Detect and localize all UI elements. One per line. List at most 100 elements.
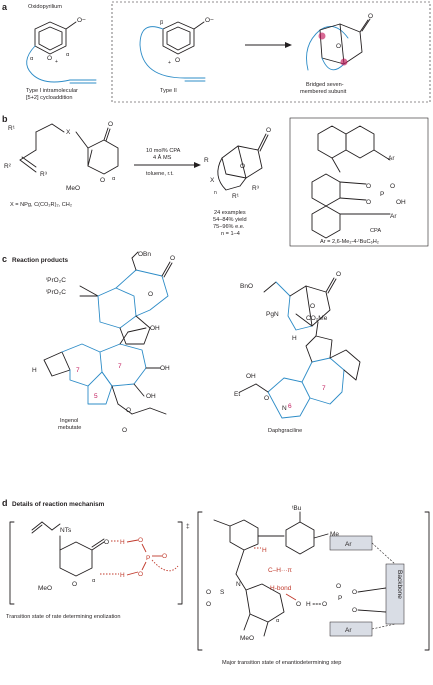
panel-b-letter: b bbox=[2, 114, 8, 124]
ingenol-ring7-right: 7 bbox=[118, 363, 122, 370]
product2-structure bbox=[263, 277, 337, 331]
cpa-o2: O bbox=[366, 199, 371, 206]
type2-ring-o: O bbox=[175, 57, 180, 64]
ts2-po-o3: O bbox=[352, 589, 357, 596]
product2-h: H bbox=[292, 335, 297, 342]
bridged-ketone-o: O bbox=[368, 13, 373, 20]
substrate-meo: MeO bbox=[66, 185, 80, 192]
type2-label: Type II bbox=[160, 88, 177, 94]
conditions-ms: 4 Å MS bbox=[153, 154, 172, 161]
ts1-phosphate bbox=[126, 539, 179, 576]
ingenol-ester-o: O bbox=[126, 407, 131, 414]
daph-co2me: CO₂Me bbox=[306, 315, 328, 322]
ts2-ch-pi-label: C–H···π bbox=[268, 567, 292, 574]
panel-a-letter: a bbox=[2, 2, 8, 12]
daph-ring7: 7 bbox=[322, 385, 326, 392]
ts2-ar-top: Ar bbox=[345, 541, 352, 548]
cycloadduct-r3: R³ bbox=[252, 185, 260, 192]
ts1-p: P bbox=[146, 555, 150, 562]
ts1-nts: NTs bbox=[60, 527, 72, 534]
product1-structure bbox=[79, 251, 173, 345]
ts2-alpha: α bbox=[276, 618, 280, 624]
ts2-po-o2: O bbox=[336, 583, 341, 590]
type1-plus: + bbox=[55, 59, 58, 65]
product1-ipro2c-bottom: ⁱPrO₂C bbox=[46, 288, 66, 296]
ts2-carbonyl-o: O bbox=[296, 601, 301, 608]
r1-label: R¹ bbox=[8, 125, 16, 132]
substrate-structure bbox=[19, 123, 119, 175]
ts2-link-upper bbox=[357, 587, 387, 593]
type2-structure bbox=[139, 21, 206, 82]
cpa-label: CPA bbox=[370, 228, 381, 234]
cpa-ar-bottom: Ar bbox=[390, 213, 397, 220]
panel-c-letter: c bbox=[2, 254, 7, 264]
ingenol-ring5: 5 bbox=[94, 393, 98, 400]
ts2-h: H bbox=[306, 601, 311, 608]
ts2-me: Me bbox=[330, 531, 339, 538]
product2-bridge-o: O bbox=[310, 303, 315, 310]
ingenol-name-line2: mebutate bbox=[58, 425, 81, 431]
ts1-h-lower: H bbox=[120, 572, 125, 579]
bridged-label-line2: membered subunit bbox=[300, 89, 347, 95]
type1-ring-o: O bbox=[47, 55, 52, 62]
ts2-n: N bbox=[236, 581, 241, 588]
ts2-o1: O bbox=[206, 589, 211, 596]
product1-ipro2c-top: ⁱPrO₂C bbox=[46, 276, 66, 284]
ts2-caption: Major transition state of enantiodetermi… bbox=[222, 660, 341, 666]
ingenol-oh-mid: OH bbox=[160, 365, 170, 372]
scope-examples: 24 examples bbox=[214, 210, 246, 216]
ingenol-carbonyl-o: O bbox=[122, 427, 127, 434]
ts2-backbone-box bbox=[385, 563, 405, 625]
ts2-ar-link-top bbox=[371, 542, 396, 565]
ts1-p-o2: O bbox=[138, 571, 143, 578]
bridged-product bbox=[306, 18, 371, 71]
cycloadduct-ketone-o: O bbox=[266, 127, 271, 134]
type1-o-minus: O− bbox=[77, 17, 86, 24]
product2-pgn: PgN bbox=[266, 311, 279, 318]
ingenol-oh-top: OH bbox=[150, 325, 160, 332]
daph-name: Daphgraciline bbox=[268, 428, 302, 434]
r3-label: R³ bbox=[40, 171, 48, 178]
ts2-hbond-arrow bbox=[285, 593, 297, 601]
cycloadduct-r: R bbox=[204, 157, 209, 164]
product1-bridge-o: O bbox=[148, 291, 153, 298]
cpa-oh: OH bbox=[396, 199, 406, 206]
ts1-h-upper: H bbox=[120, 539, 125, 546]
daph-et: Et bbox=[234, 391, 240, 398]
scope-yield: 54–84% yield bbox=[213, 217, 247, 223]
cycloadduct-x: X bbox=[210, 177, 215, 184]
daph-n: N bbox=[282, 405, 287, 412]
ts2-meo: MeO bbox=[240, 635, 254, 642]
panel-d-letter: d bbox=[2, 498, 8, 508]
cycloadduct-bridge-o: O bbox=[240, 163, 245, 170]
ts2-bracket-left bbox=[197, 511, 203, 651]
type2-arrowhead bbox=[285, 42, 292, 48]
cycloadduct-n: n bbox=[214, 190, 217, 196]
ts1-bracket-right bbox=[177, 521, 183, 605]
cpa-po-o: O bbox=[390, 183, 395, 190]
product2-bno: BnO bbox=[240, 283, 253, 290]
type2-dashed-box bbox=[111, 1, 431, 103]
ts2-po-o4: O bbox=[352, 607, 357, 614]
type1-structure bbox=[26, 21, 97, 84]
ts1-carbonyl-o: O bbox=[104, 539, 109, 546]
type1-alpha-left: α bbox=[30, 56, 34, 62]
type2-plus: + bbox=[168, 60, 171, 66]
substrate-alpha: α bbox=[112, 176, 116, 182]
conditions-solvent: toluene, r.t. bbox=[146, 171, 174, 177]
reaction-arrowhead bbox=[194, 162, 201, 168]
ts1-dagger: ‡ bbox=[186, 523, 190, 530]
reaction-products-title: Reaction products bbox=[12, 257, 69, 264]
ts2-s: S bbox=[220, 589, 225, 596]
cycloadduct-r1: R¹ bbox=[232, 193, 240, 200]
product1-obn: OBn bbox=[138, 251, 151, 258]
ts2-link-lower bbox=[357, 609, 387, 613]
ts1-alpha: α bbox=[92, 578, 96, 584]
ts2-po-o1: O bbox=[322, 601, 327, 608]
mechanism-title: Details of reaction mechanism bbox=[12, 501, 105, 508]
r2-label: R² bbox=[4, 163, 12, 170]
oxidopyrilium-label: Oxidopyrilium bbox=[28, 4, 62, 10]
cpa-ar-top: Ar bbox=[388, 155, 395, 162]
ingenol-oh-low: OH bbox=[146, 393, 156, 400]
